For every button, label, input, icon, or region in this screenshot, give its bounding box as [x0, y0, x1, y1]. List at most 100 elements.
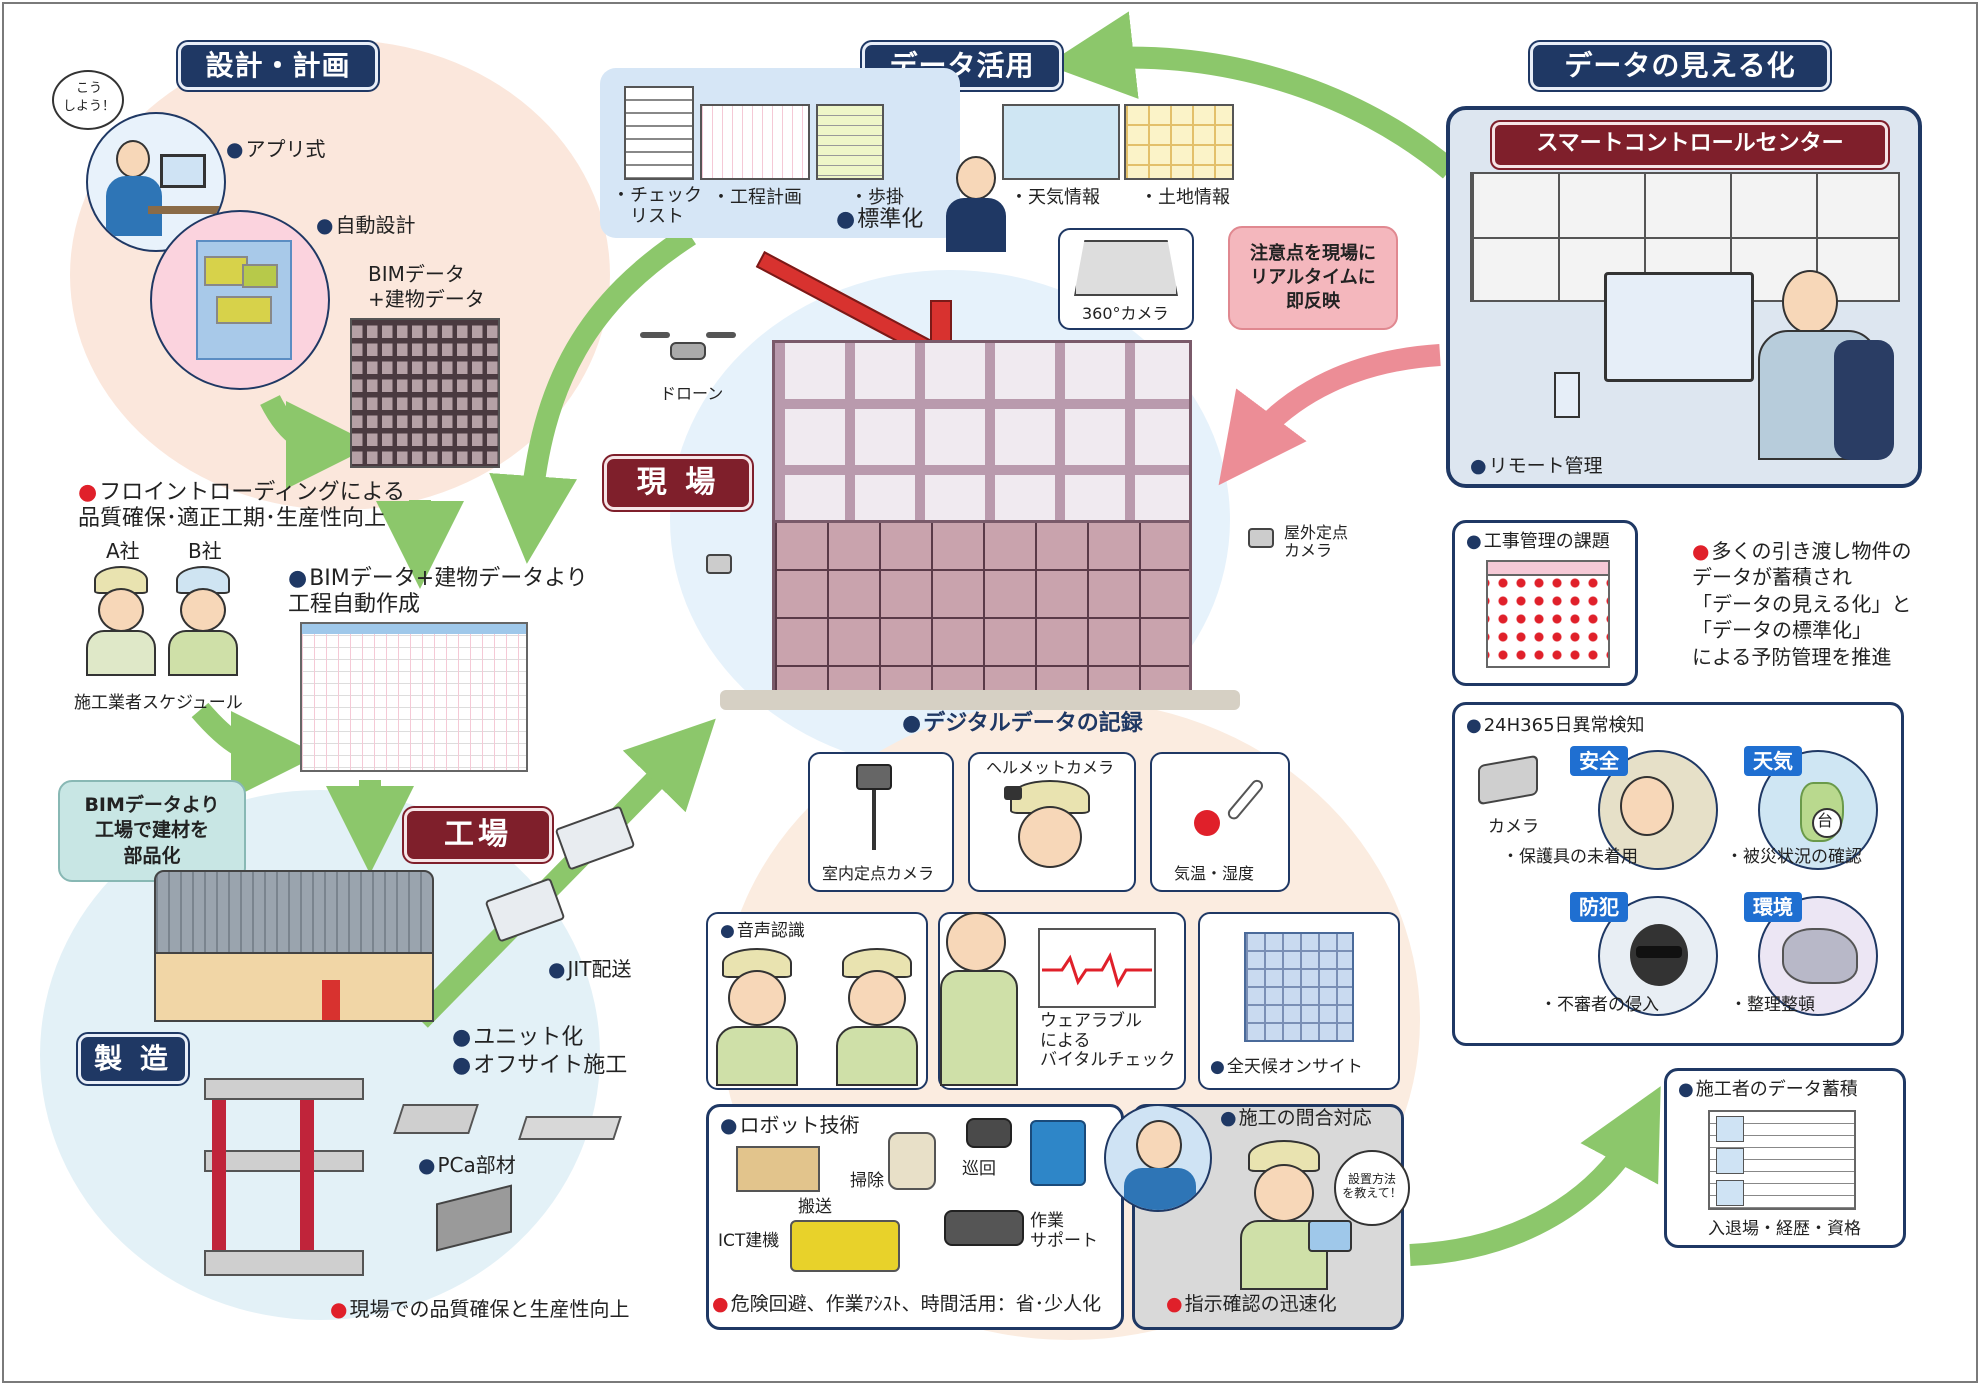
badge-weather: 天気: [1744, 746, 1802, 776]
accumulation-photo-1: [1716, 1116, 1744, 1142]
tile-helmet-camera: [968, 752, 1136, 892]
worker-b-face: [180, 588, 226, 632]
checklist-doc: [624, 86, 694, 180]
accumulation-photo-2: [1716, 1148, 1744, 1174]
label-all-weather: 全天候オンサイト: [1210, 1056, 1363, 1078]
section-title-manufacture: 製 造: [78, 1034, 188, 1084]
section-title-design: 設計・計画: [178, 42, 378, 90]
helmet-worker-face: [1018, 806, 1082, 868]
factory-door: [322, 980, 340, 1020]
label-camera360: 360°カメラ: [1082, 304, 1169, 323]
analyst-face: [956, 156, 996, 200]
label-indoor-camera: 室内定点カメラ: [822, 864, 935, 883]
operator-face: [1136, 1120, 1182, 1170]
worker-a-illustration: [84, 566, 158, 676]
dog-robot: [944, 1210, 1024, 1246]
tablet-icon: [1308, 1220, 1352, 1252]
label-company-a: A社: [106, 539, 140, 563]
label-auto-schedule: BIMデータ+建物データより 工程自動作成: [288, 566, 588, 619]
all-weather-cube: [1244, 932, 1354, 1042]
drone-rotor-left: [640, 332, 670, 338]
accumulation-photo-3: [1716, 1180, 1744, 1206]
precast-slab-mid: [204, 1150, 364, 1172]
vital-waveform: [1042, 952, 1152, 988]
inquiry-worker-face: [1254, 1164, 1314, 1222]
label-safety-desc: ・保護具の未着用: [1502, 847, 1638, 867]
precast-column-1: [212, 1100, 226, 1250]
label-auto-design: 自動設計: [316, 212, 415, 238]
section-title-factory: 工場: [404, 808, 552, 862]
label-land-info: ・土地情報: [1140, 187, 1230, 208]
section-title-site: 現 場: [604, 456, 752, 510]
label-accumulation-desc: 入退場・経歴・資格: [1708, 1219, 1861, 1239]
drone-rotor-right: [706, 332, 736, 338]
transport-robot: [736, 1146, 820, 1192]
voice-worker2-body: [836, 1026, 918, 1086]
label-cleaning: 掃除: [850, 1171, 884, 1191]
precast-column-2: [300, 1100, 314, 1250]
analyst-illustration: [946, 156, 1006, 252]
speech-bubble: [52, 70, 124, 130]
label-onsite-quality: 現場での品質確保と生産性向上: [330, 1296, 629, 1322]
label-install-speech: 設置方法 を教えて！: [1342, 1172, 1402, 1201]
label-patrol: 巡回: [962, 1159, 996, 1179]
realtime-callout: 注意点を現場に リアルタイムに 即反映: [1228, 226, 1398, 330]
site-building-lower: [772, 520, 1192, 710]
arrow-visualize-to-site: [1218, 344, 1441, 486]
inquiry-worker-body: [1240, 1220, 1328, 1290]
outdoor-camera-icon: [1248, 528, 1274, 548]
arrow-contractor-to-schedule: [191, 702, 319, 799]
thermometer-icon: [1194, 770, 1266, 840]
site-building-frame: [772, 340, 1192, 540]
wearable-worker-body: [940, 970, 1018, 1086]
section-title-visualize: データの見える化: [1530, 42, 1830, 90]
label-ict: ICT建機: [718, 1231, 780, 1251]
label-anomaly-camera: カメラ: [1488, 817, 1539, 837]
desk: [148, 206, 224, 214]
label-issue: 工事管理の課題: [1466, 530, 1610, 553]
label-robot-benefit: 危険回避、作業ｱｼｽﾄ、時間活用：省･少人化: [712, 1292, 1102, 1317]
intruder-glasses: [1636, 946, 1682, 958]
control-title-badge: [1492, 122, 1888, 168]
label-yield: ・歩掛: [850, 187, 904, 208]
support-robot: [1030, 1120, 1086, 1186]
monitor-icon: [160, 154, 206, 188]
voice-worker1-body: [716, 1026, 798, 1086]
label-pca: PCa部材: [418, 1152, 515, 1178]
tripod-legs: [872, 790, 876, 850]
label-jit: JIT配送: [548, 956, 631, 982]
tripod-camera-icon: [856, 764, 892, 790]
label-unit: ユニット化: [452, 1024, 583, 1053]
label-weather-info: ・天気情報: [1010, 187, 1100, 208]
helmet-camera-icon: [1004, 786, 1022, 800]
analyst-suit: [946, 198, 1006, 252]
label-digital-record: デジタルデータの記録: [902, 710, 1143, 739]
weather-map: [1002, 104, 1120, 180]
process-plan-doc: [700, 104, 810, 180]
precast-slab-bottom: [204, 1250, 364, 1276]
thermometer-bulb: [1194, 810, 1220, 836]
label-company-b: B社: [188, 539, 222, 563]
precast-frame: [204, 1078, 364, 1278]
label-checklist: ・チェック リスト: [612, 185, 702, 227]
thermometer-tube: [1225, 777, 1266, 822]
badge-security: 防犯: [1570, 892, 1628, 922]
bim-block-2: [216, 296, 272, 324]
vital-monitor: [1038, 928, 1156, 1008]
control-operator-face: [1782, 270, 1838, 334]
label-environment-desc: ・整理整頓: [1730, 995, 1815, 1015]
clutter-pile: [1782, 928, 1858, 984]
office-building-illustration: [350, 318, 500, 468]
label-work-support: 作業 サポート: [1030, 1211, 1098, 1251]
operator-desk-monitor: [1604, 272, 1754, 382]
worker-a-body: [86, 630, 156, 676]
site-ground: [720, 690, 1240, 710]
safety-worker-face: [1620, 776, 1674, 836]
typhoon-badge: [1812, 808, 1842, 838]
label-contractor-schedule: 施工業者スケジュール: [74, 693, 243, 713]
label-standardize: 標準化: [836, 206, 923, 235]
land-map: [1124, 104, 1234, 180]
bim-block-3: [242, 264, 278, 288]
